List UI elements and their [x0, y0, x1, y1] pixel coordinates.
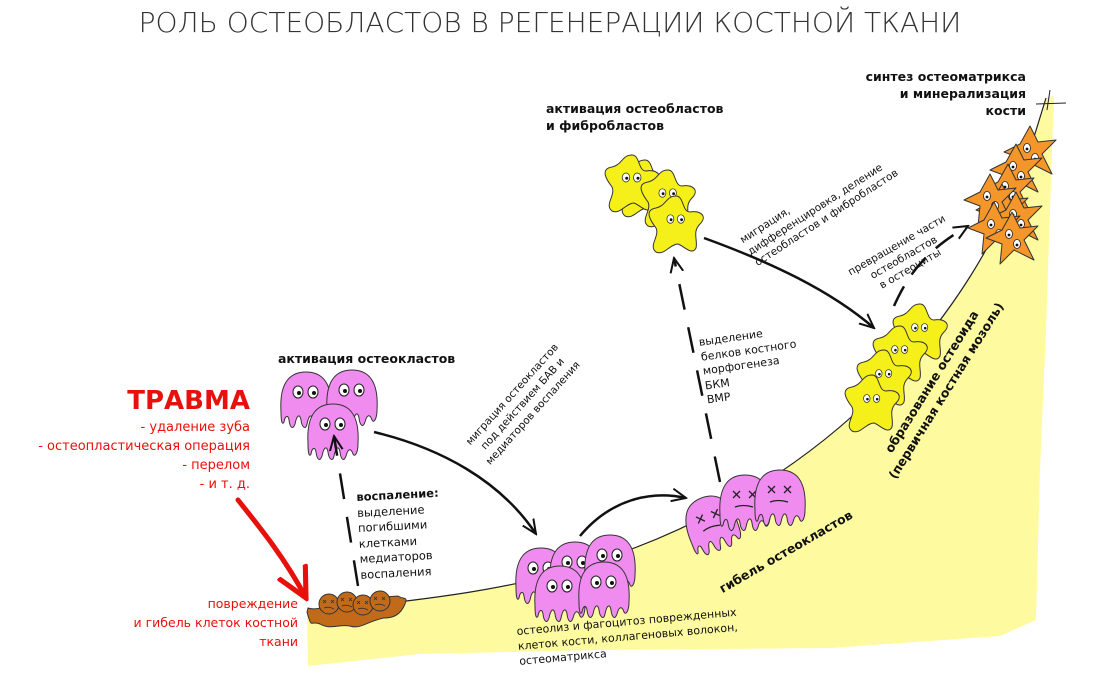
- synthesis-line: и минерализация: [899, 86, 1026, 101]
- trauma-arrow: [235, 497, 306, 598]
- damage-line: повреждение: [207, 596, 298, 611]
- arrow-migration: [373, 430, 536, 534]
- synthesis-label: синтез остеоматрикса и минерализация кос…: [860, 68, 1026, 119]
- osteoblast-activation-line: активация остеобластов: [546, 101, 724, 116]
- trauma-heading: ТРАВМА: [127, 386, 250, 416]
- osteoblast-group-active: [604, 154, 704, 254]
- arrow-inflammation: [334, 436, 360, 587]
- osteoblast-activation-label: активация остеобластов и фибробластов: [546, 100, 723, 134]
- synthesis-line: синтез остеоматрикса: [865, 69, 1026, 84]
- bone-edge-tick: [1035, 89, 1067, 111]
- arrow-bmp: [674, 258, 722, 483]
- trauma-block: ТРАВМА - удаление зуба - остеопластическ…: [0, 384, 250, 494]
- inflammation-label: воспаление: выделение погибшими клетками…: [356, 486, 443, 583]
- page-title: РОЛЬ ОСТЕОБЛАСТОВ В РЕГЕНЕРАЦИИ КОСТНОЙ …: [138, 6, 962, 39]
- trauma-item: - остеопластическая операция: [38, 439, 250, 454]
- bone-surface: [307, 96, 1054, 666]
- osteoclast-activation-label: активация остеокластов: [278, 351, 456, 366]
- bmp-label: выделение белков костного морфогенеза БК…: [698, 323, 803, 408]
- osteoclast-group-active: [280, 369, 378, 460]
- damage-line: ткани: [259, 634, 298, 649]
- arrow-osteocyte: [892, 226, 968, 307]
- trauma-item: - удаление зуба: [140, 420, 250, 435]
- synthesis-line: кости: [985, 103, 1027, 118]
- damage-line: и гибель клеток костной: [133, 615, 299, 630]
- arrow-differentiation: [703, 236, 874, 328]
- damaged-cells: [306, 590, 407, 628]
- trauma-item: - перелом: [182, 458, 250, 473]
- damage-label: повреждение и гибель клеток костной ткан…: [100, 594, 299, 651]
- arrow-osteolysis: [579, 495, 686, 537]
- osteoblast-activation-line: и фибробластов: [546, 118, 665, 133]
- trauma-item: - и т. д.: [199, 477, 250, 492]
